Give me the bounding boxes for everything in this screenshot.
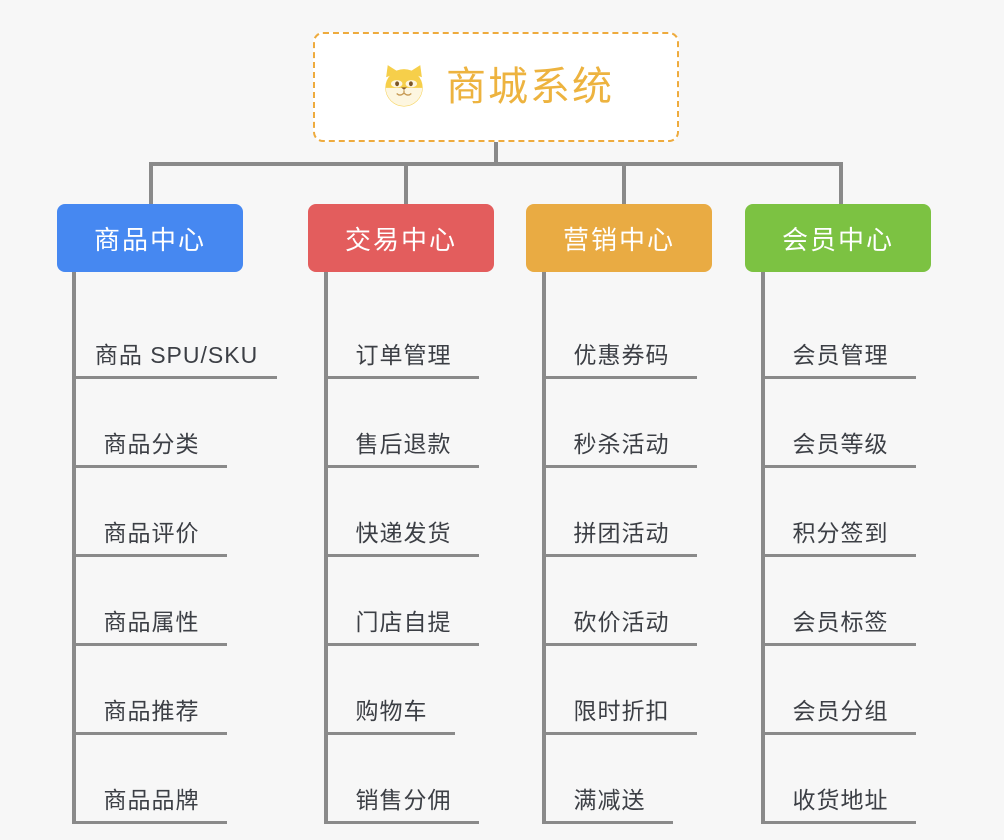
branch-header-4[interactable]: 会员中心 xyxy=(745,204,931,272)
connector-drop-1 xyxy=(149,162,153,206)
leaf-item[interactable]: 会员分组 xyxy=(761,646,916,735)
leaf-item[interactable]: 限时折扣 xyxy=(542,646,697,735)
leaf-item[interactable]: 商品推荐 xyxy=(72,646,227,735)
root-title: 商城系统 xyxy=(446,65,614,109)
connector-root-stem xyxy=(494,142,498,164)
root-node[interactable]: 商城系统 xyxy=(313,32,679,142)
leaf-item[interactable]: 商品品牌 xyxy=(72,735,227,824)
leaf-item[interactable]: 拼团活动 xyxy=(542,468,697,557)
leaf-label: 商品属性 xyxy=(103,609,200,636)
leaf-label: 售后退款 xyxy=(355,431,452,458)
leaf-label: 商品品牌 xyxy=(103,787,200,814)
leaf-item[interactable]: 商品属性 xyxy=(72,557,227,646)
connector-drop-3 xyxy=(622,162,626,206)
branch-stem-3 xyxy=(542,272,546,290)
leaf-item[interactable]: 销售分佣 xyxy=(324,735,479,824)
leaf-label: 会员分组 xyxy=(792,698,889,725)
branch-column-3: 营销中心 优惠券码 秒杀活动 拼团活动 砍价活动 限时折扣 满减送 xyxy=(526,204,741,824)
leaf-label: 收货地址 xyxy=(792,787,889,814)
leaf-label: 会员标签 xyxy=(792,609,889,636)
leaf-item[interactable]: 订单管理 xyxy=(324,290,479,379)
leaf-label: 快递发货 xyxy=(355,520,452,547)
branch-column-1: 商品中心 商品 SPU/SKU 商品分类 商品评价 商品属性 商品推荐 商品品牌 xyxy=(57,204,305,824)
leaf-label: 满减送 xyxy=(573,787,646,814)
leaf-label: 限时折扣 xyxy=(573,698,670,725)
leaf-label: 销售分佣 xyxy=(355,787,452,814)
connector-horizontal-bar xyxy=(151,162,841,166)
connector-drop-4 xyxy=(839,162,843,206)
leaf-label: 积分签到 xyxy=(792,520,889,547)
leaf-item[interactable]: 购物车 xyxy=(324,646,455,735)
leaf-label: 商品评价 xyxy=(103,520,200,547)
branch-column-4: 会员中心 会员管理 会员等级 积分签到 会员标签 会员分组 收货地址 xyxy=(745,204,960,824)
leaf-item[interactable]: 商品 SPU/SKU xyxy=(72,290,277,379)
leaf-label: 商品推荐 xyxy=(103,698,200,725)
leaf-label: 会员管理 xyxy=(792,342,889,369)
leaf-item[interactable]: 积分签到 xyxy=(761,468,916,557)
leaf-label: 商品分类 xyxy=(103,431,200,458)
leaf-item[interactable]: 门店自提 xyxy=(324,557,479,646)
leaf-item[interactable]: 秒杀活动 xyxy=(542,379,697,468)
branch-stem-4 xyxy=(761,272,765,290)
leaf-item[interactable]: 售后退款 xyxy=(324,379,479,468)
branch-column-2: 交易中心 订单管理 售后退款 快递发货 门店自提 购物车 销售分佣 xyxy=(308,204,523,824)
branch-header-label-1: 商品中心 xyxy=(93,224,206,255)
leaf-item[interactable]: 会员等级 xyxy=(761,379,916,468)
connector-drop-2 xyxy=(404,162,408,206)
leaf-item[interactable]: 会员管理 xyxy=(761,290,916,379)
shiba-dog-icon xyxy=(385,65,423,107)
branch-header-1[interactable]: 商品中心 xyxy=(57,204,243,272)
branch-header-2[interactable]: 交易中心 xyxy=(308,204,494,272)
leaf-label: 商品 SPU/SKU xyxy=(94,342,259,369)
leaf-item[interactable]: 会员标签 xyxy=(761,557,916,646)
leaf-label: 会员等级 xyxy=(792,431,889,458)
leaf-label: 砍价活动 xyxy=(573,609,670,636)
leaf-item[interactable]: 快递发货 xyxy=(324,468,479,557)
branch-stem-1 xyxy=(72,272,76,290)
leaf-item[interactable]: 满减送 xyxy=(542,735,673,824)
leaf-item[interactable]: 优惠券码 xyxy=(542,290,697,379)
leaf-label: 订单管理 xyxy=(355,342,452,369)
leaf-item[interactable]: 砍价活动 xyxy=(542,557,697,646)
leaf-item[interactable]: 商品评价 xyxy=(72,468,227,557)
leaf-item[interactable]: 收货地址 xyxy=(761,735,916,824)
leaf-label: 购物车 xyxy=(355,698,428,725)
branch-header-3[interactable]: 营销中心 xyxy=(526,204,712,272)
branch-header-label-3: 营销中心 xyxy=(562,224,675,255)
leaf-label: 秒杀活动 xyxy=(573,431,670,458)
leaf-label: 拼团活动 xyxy=(573,520,670,547)
branch-stem-2 xyxy=(324,272,328,290)
leaf-item[interactable]: 商品分类 xyxy=(72,379,227,468)
branch-header-label-2: 交易中心 xyxy=(344,224,457,255)
branch-header-label-4: 会员中心 xyxy=(781,224,894,255)
leaf-label: 门店自提 xyxy=(355,609,452,636)
leaf-label: 优惠券码 xyxy=(573,342,670,369)
